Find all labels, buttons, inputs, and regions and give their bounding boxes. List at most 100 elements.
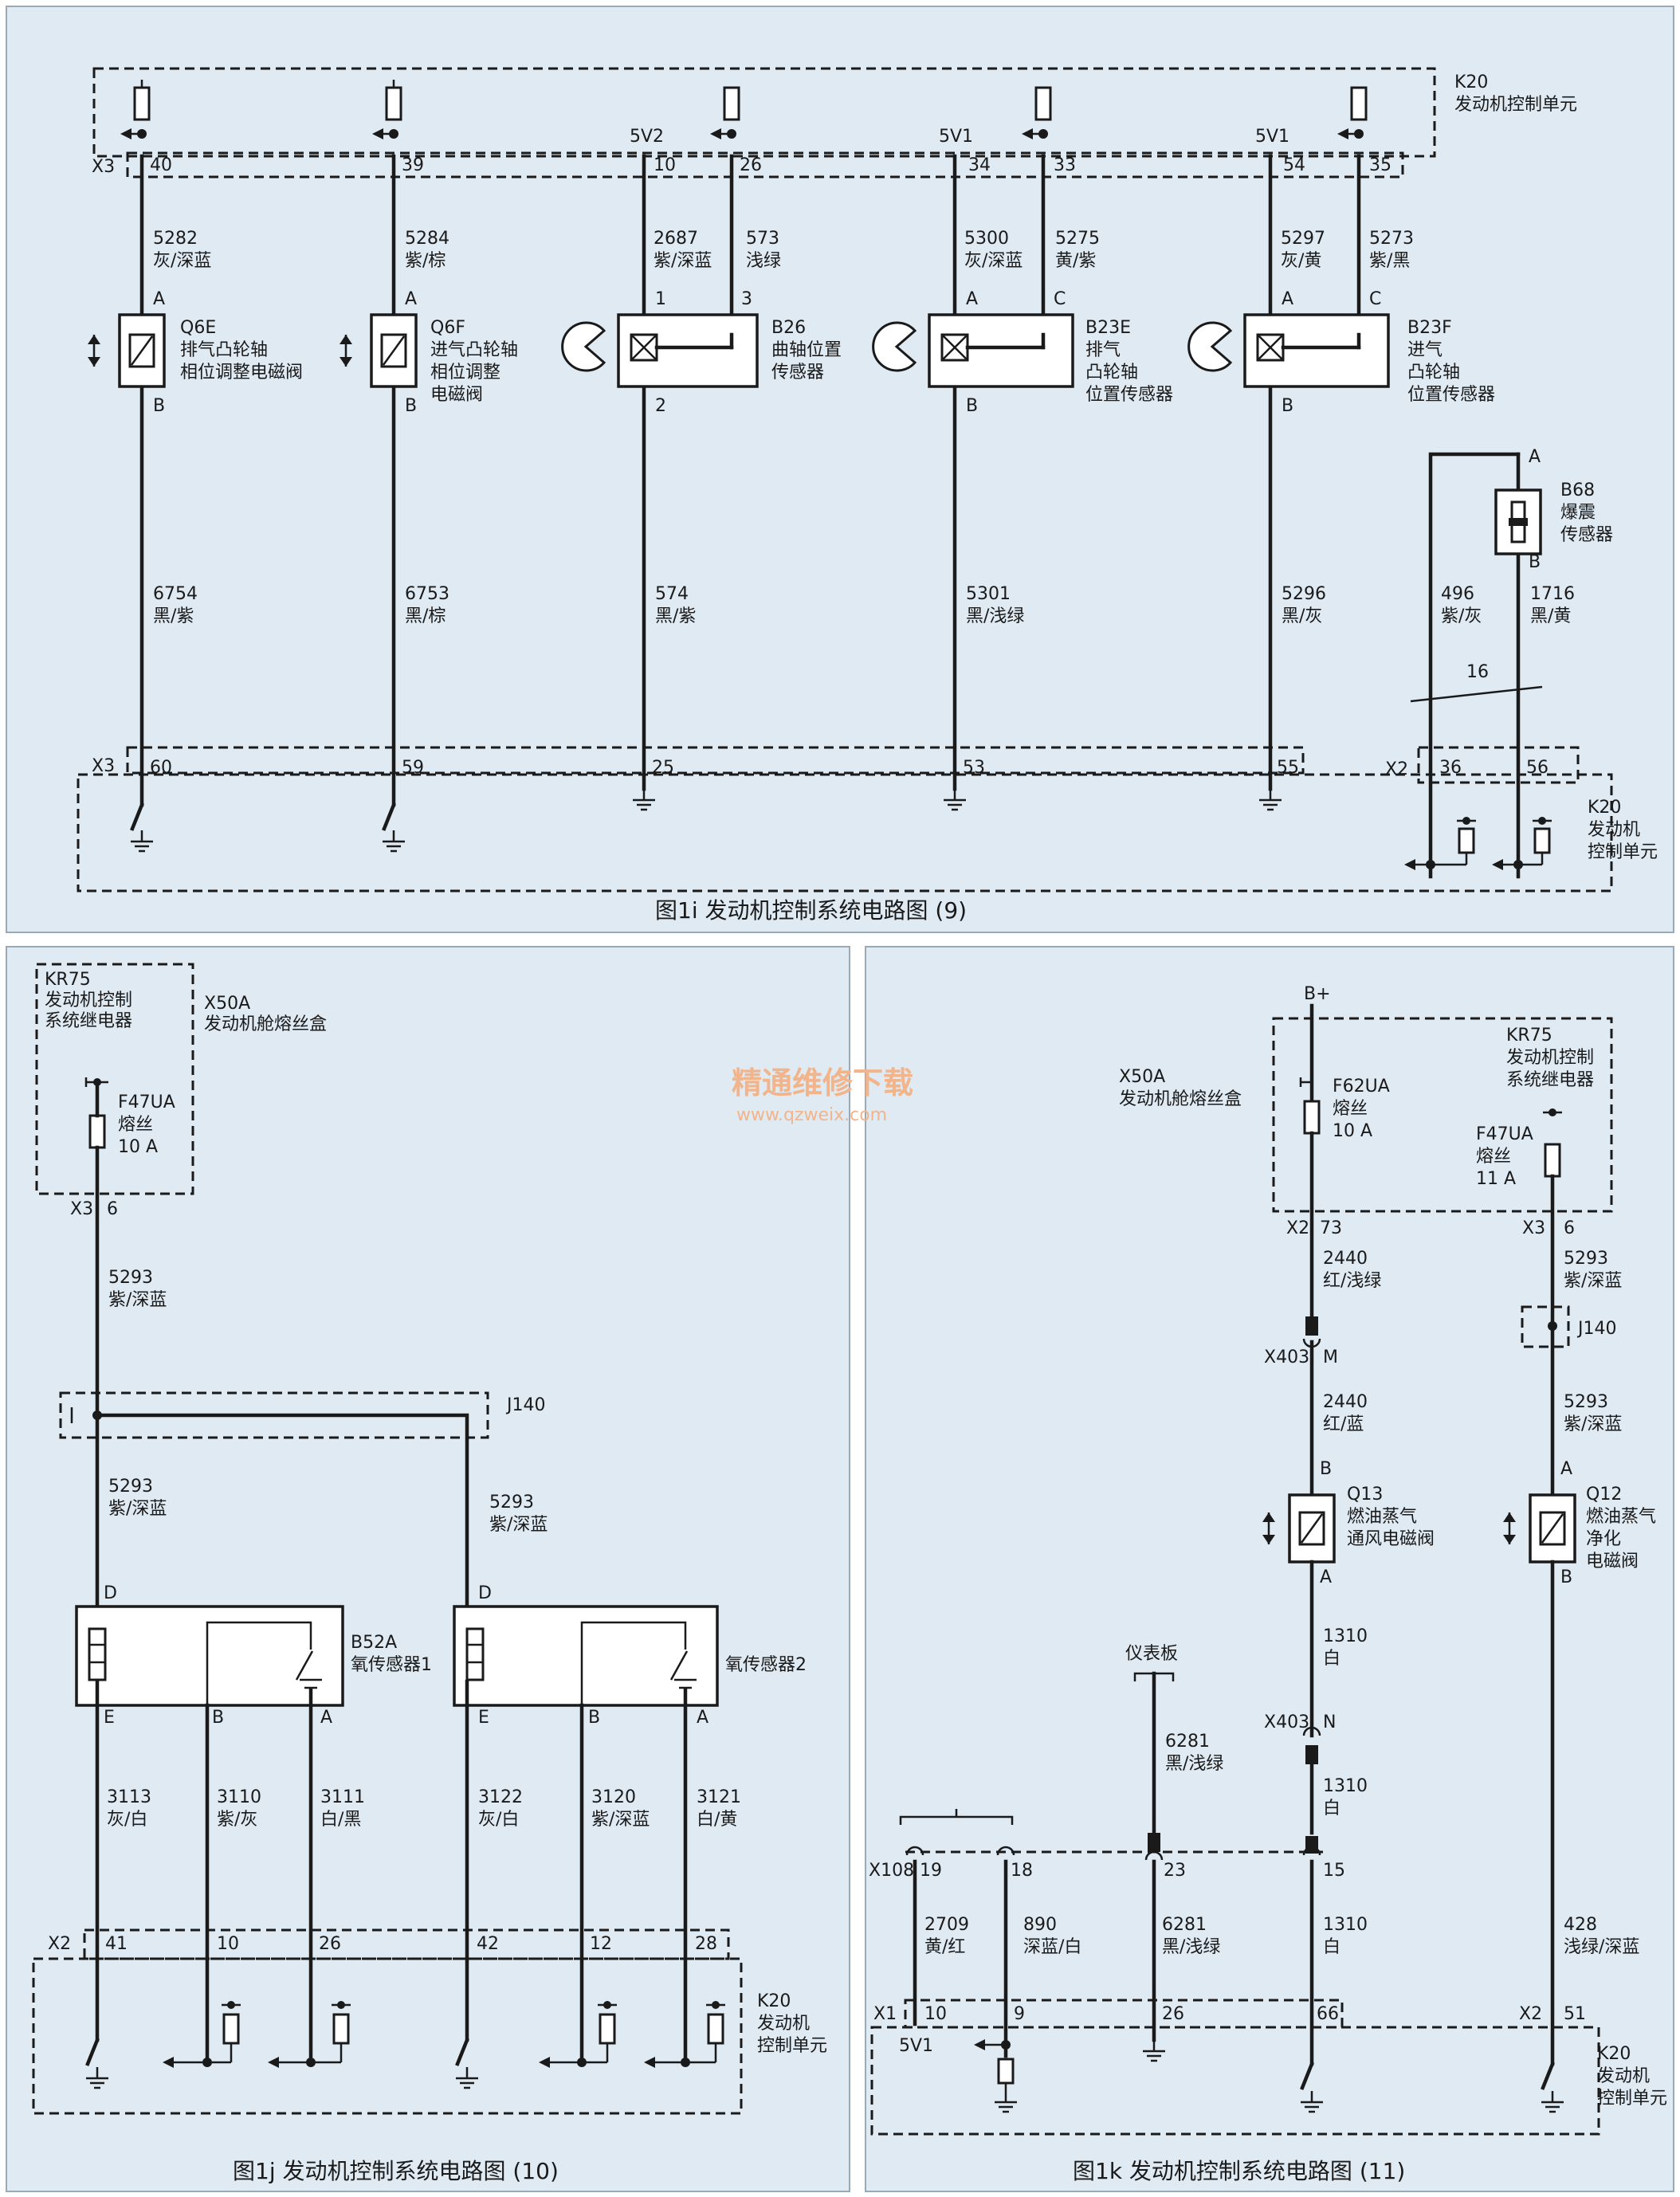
svg-text:3121: 3121	[697, 1787, 741, 1807]
svg-text:熔丝: 熔丝	[1333, 1099, 1368, 1119]
svg-text:19: 19	[920, 1861, 942, 1881]
svg-text:黑/浅绿: 黑/浅绿	[966, 606, 1024, 626]
sensor-b23f	[1187, 313, 1390, 388]
svg-text:发动机控制: 发动机控制	[1506, 1048, 1594, 1068]
svg-text:红/蓝: 红/蓝	[1323, 1414, 1364, 1434]
svg-text:41: 41	[105, 1934, 128, 1954]
svg-text:26: 26	[740, 155, 762, 175]
svg-text:B: B	[966, 396, 978, 416]
svg-text:6753: 6753	[405, 584, 449, 604]
svg-text:16: 16	[1466, 662, 1489, 682]
svg-text:3122: 3122	[478, 1787, 523, 1807]
q6f-label: Q6F	[430, 318, 465, 338]
svg-text:黄/紫: 黄/紫	[1055, 251, 1096, 271]
svg-text:紫/棕: 紫/棕	[405, 251, 446, 271]
svg-text:紫/深蓝: 紫/深蓝	[108, 1290, 167, 1310]
svg-text:浅绿/深蓝: 浅绿/深蓝	[1564, 1937, 1639, 1957]
panel-i: K20 发动机控制单元 X3 40 39 10 26 34 33 54 35 5…	[77, 67, 1658, 924]
svg-text:3: 3	[741, 289, 752, 309]
svg-text:10 A: 10 A	[1333, 1121, 1372, 1141]
svg-text:5293: 5293	[489, 1493, 534, 1512]
svg-text:白: 白	[1323, 1799, 1340, 1818]
svg-text:相位调整: 相位调整	[430, 363, 500, 383]
svg-text:1716: 1716	[1530, 584, 1575, 604]
b26-label: B26	[771, 318, 806, 338]
svg-text:C: C	[1054, 289, 1066, 309]
svg-text:A: A	[153, 289, 165, 309]
svg-text:5293: 5293	[1564, 1392, 1608, 1412]
svg-text:890: 890	[1023, 1915, 1057, 1935]
svg-text:熔丝: 熔丝	[118, 1115, 153, 1135]
svg-text:控制单元: 控制单元	[757, 2036, 827, 2056]
svg-text:573: 573	[746, 229, 779, 249]
svg-text:C: C	[1369, 289, 1381, 309]
svg-text:5293: 5293	[108, 1268, 153, 1288]
svg-text:发动机舱熔丝盒: 发动机舱熔丝盒	[1119, 1089, 1242, 1109]
svg-text:控制单元: 控制单元	[1597, 2089, 1667, 2109]
svg-text:KR75: KR75	[45, 970, 91, 990]
b68-label: B68	[1560, 481, 1595, 500]
svg-text:黑/浅绿: 黑/浅绿	[1165, 1754, 1223, 1774]
svg-text:2709: 2709	[924, 1915, 969, 1935]
svg-text:白/黄: 白/黄	[697, 1810, 737, 1830]
svg-text:发动机: 发动机	[757, 2014, 810, 2034]
svg-text:B: B	[1560, 1567, 1572, 1587]
svg-text:浅绿: 浅绿	[746, 251, 781, 271]
svg-text:发动机控制: 发动机控制	[45, 991, 132, 1010]
svg-text:1310: 1310	[1323, 1915, 1368, 1935]
b52a-label: B52A	[351, 1633, 397, 1653]
knock-sensor-b68	[1494, 488, 1542, 555]
svg-text:红/浅绿: 红/浅绿	[1323, 1271, 1381, 1291]
svg-text:5293: 5293	[108, 1477, 153, 1497]
sensor-b23e	[872, 313, 1074, 388]
svg-text:1: 1	[655, 289, 666, 309]
svg-text:控制单元: 控制单元	[1588, 842, 1658, 862]
svg-text:15: 15	[1323, 1861, 1345, 1881]
k20-bottom-box	[77, 773, 1613, 893]
svg-text:凸轮轴: 凸轮轴	[1407, 363, 1460, 383]
svg-text:D: D	[478, 1583, 492, 1603]
svg-text:紫/深蓝: 紫/深蓝	[108, 1499, 167, 1519]
svg-text:相位调整电磁阀: 相位调整电磁阀	[180, 363, 303, 383]
j140-box	[59, 1391, 489, 1439]
watermark-text: 精通维修下载	[732, 1065, 913, 1100]
svg-text:X3: X3	[92, 756, 115, 776]
q13-label: Q13	[1347, 1485, 1383, 1505]
svg-text:2440: 2440	[1323, 1249, 1368, 1269]
fuse-f47ua-label: F47UA	[118, 1093, 175, 1112]
svg-text:发动机舱熔丝盒: 发动机舱熔丝盒	[204, 1014, 327, 1034]
svg-text:X3: X3	[1522, 1218, 1545, 1238]
svg-text:5301: 5301	[966, 584, 1011, 604]
svg-text:A: A	[1282, 289, 1293, 309]
o2-sensor-2	[453, 1605, 719, 1736]
svg-text:1310: 1310	[1323, 1626, 1368, 1646]
svg-text:X3: X3	[70, 1199, 93, 1219]
svg-text:进气凸轮轴: 进气凸轮轴	[430, 340, 518, 360]
svg-text:55: 55	[1277, 758, 1299, 778]
svg-text:E: E	[104, 1708, 115, 1728]
svg-text:73: 73	[1320, 1218, 1342, 1238]
k20-top-label: K20	[1454, 73, 1488, 92]
caption-1i: 图1i 发动机控制系统电路图 (9)	[655, 897, 967, 924]
svg-text:5282: 5282	[153, 229, 198, 249]
svg-text:白/黑: 白/黑	[320, 1810, 361, 1830]
svg-text:爆震: 爆震	[1560, 503, 1596, 523]
svg-text:KR75: KR75	[1506, 1026, 1552, 1046]
svg-text:3110: 3110	[217, 1787, 261, 1807]
svg-text:X2: X2	[1519, 2004, 1542, 2024]
svg-text:系统继电器: 系统继电器	[1506, 1070, 1594, 1090]
svg-text:黑/紫: 黑/紫	[153, 606, 194, 626]
svg-text:A: A	[320, 1708, 332, 1728]
svg-text:25: 25	[652, 758, 674, 778]
svg-text:X2: X2	[1286, 1218, 1309, 1238]
svg-text:N: N	[1323, 1712, 1336, 1732]
svg-text:位置传感器: 位置传感器	[1085, 385, 1173, 405]
svg-text:66: 66	[1317, 2004, 1339, 2024]
svg-text:3120: 3120	[591, 1787, 636, 1807]
connector-x403-m	[1305, 1316, 1318, 1336]
svg-text:燃油蒸气: 燃油蒸气	[1586, 1507, 1656, 1527]
svg-text:6: 6	[107, 1199, 118, 1219]
svg-text:5297: 5297	[1281, 229, 1325, 249]
svg-text:2687: 2687	[654, 229, 698, 249]
svg-text:5V1: 5V1	[899, 2036, 933, 2056]
